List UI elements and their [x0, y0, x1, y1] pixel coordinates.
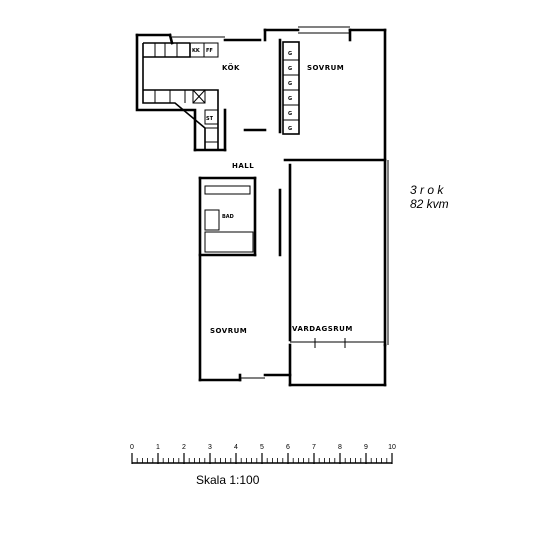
- bathroom-label: BAD: [222, 214, 234, 220]
- kitchen-counter: [142, 42, 219, 150]
- wardrobe-mark: G: [288, 111, 292, 117]
- scale-tick-label: 1: [156, 444, 160, 451]
- scale-tick-label: 4: [234, 444, 238, 451]
- scale-caption: Skala 1:100: [196, 473, 260, 487]
- windows: [172, 26, 389, 379]
- wardrobe-mark: G: [288, 81, 292, 87]
- scale-tick-label: 10: [388, 444, 396, 451]
- room-labels: KÖK SOVRUM HALL BAD SOVRUM VARDAGSRUM KK…: [192, 48, 353, 335]
- wardrobe-mark: G: [288, 51, 292, 57]
- wardrobes: G G G G G G: [282, 41, 300, 135]
- kitchen-label: KÖK: [222, 63, 240, 72]
- scale-tick-label: 3: [208, 444, 212, 451]
- rooms-count: 3 r o k: [410, 183, 444, 197]
- bedroom-bottom-label: SOVRUM: [210, 327, 247, 335]
- kitchen-extra-label: ST: [206, 116, 214, 122]
- living-room-label: VARDAGSRUM: [292, 325, 353, 333]
- fridge-label: KK: [192, 48, 201, 54]
- apartment-info: 3 r o k 82 kvm: [410, 183, 449, 211]
- hall-label: HALL: [232, 162, 254, 170]
- freezer-label: FF: [206, 48, 213, 54]
- scale-bar: 0 1 2 3 4 5 6 7 8 9 10: [130, 444, 396, 464]
- scale-tick-label: 2: [182, 444, 186, 451]
- scale-tick-label: 7: [312, 444, 316, 451]
- outer-walls: [135, 28, 387, 387]
- bathroom-fixtures: [204, 185, 254, 253]
- scale-tick-label: 5: [260, 444, 264, 451]
- scale-tick-label: 8: [338, 444, 342, 451]
- area: 82 kvm: [410, 197, 449, 211]
- interior-walls: [198, 38, 387, 342]
- scale-tick-label: 0: [130, 444, 134, 451]
- wardrobe-mark: G: [288, 66, 292, 72]
- bedroom-top-label: SOVRUM: [307, 64, 344, 72]
- wardrobe-mark: G: [288, 96, 292, 102]
- scale-tick-label: 6: [286, 444, 290, 451]
- wardrobe-mark: G: [288, 126, 292, 132]
- scale-tick-label: 9: [364, 444, 368, 451]
